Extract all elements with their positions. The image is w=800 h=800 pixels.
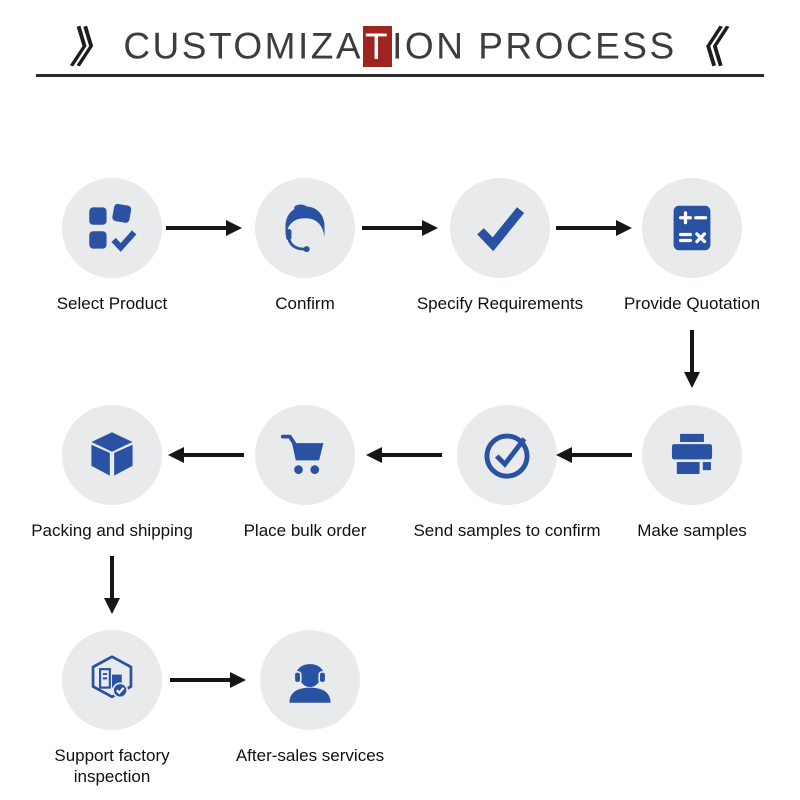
step-circle (457, 405, 557, 505)
checkmark-icon (477, 207, 525, 252)
step-place-bulk-order: Place bulk order (205, 405, 405, 541)
step-circle (62, 405, 162, 505)
arrow-right-1 (166, 220, 242, 236)
arrow-right-2 (362, 220, 438, 236)
calculator-icon (673, 205, 711, 251)
step-circle (642, 178, 742, 278)
step-circle (642, 405, 742, 505)
title-post: ION PROCESS (392, 25, 677, 67)
step-specify-requirements: Specify Requirements (400, 178, 600, 314)
step-label: Provide Quotation (623, 294, 761, 313)
step-confirm: Confirm (205, 178, 405, 314)
step-label: Select Product (56, 294, 168, 313)
factory-inspection-icon (91, 655, 133, 699)
product-grid-check-icon (89, 203, 137, 252)
arrow-right-3 (556, 220, 632, 236)
title-pre: CUSTOMIZA (123, 25, 364, 67)
package-box-icon (91, 432, 133, 476)
title-highlighted-letter: T (363, 25, 393, 67)
arrow-down-2 (104, 556, 120, 614)
circle-check-icon (484, 433, 530, 479)
step-label: After-sales services (235, 746, 385, 765)
step-select-product: Select Product (12, 178, 212, 314)
right-chevrons-decoration: 《 (679, 24, 731, 71)
headset-support-icon (289, 664, 331, 703)
step-label: Place bulk order (243, 521, 367, 540)
step-label: Confirm (275, 294, 335, 313)
step-circle (255, 405, 355, 505)
title-row: 》CUSTOMIZATION PROCESS《 (0, 16, 800, 77)
step-circle (450, 178, 550, 278)
step-make-samples: Make samples (592, 405, 792, 541)
step-send-samples-to-confirm: Send samples to confirm (407, 405, 607, 541)
step-circle (260, 630, 360, 730)
title-underline (36, 74, 764, 77)
step-label: Packing and shipping (31, 521, 193, 540)
step-label: Support factory inspection (54, 746, 170, 787)
arrow-left-1 (556, 447, 632, 463)
step-label: Make samples (637, 521, 747, 540)
step-provide-quotation: Provide Quotation (592, 178, 792, 314)
left-chevrons-decoration: 》 (68, 24, 119, 71)
arrow-left-2 (366, 447, 442, 463)
arrow-down-1 (684, 330, 700, 388)
customer-service-icon (285, 204, 325, 253)
page-title: CUSTOMIZATION PROCESS (123, 25, 677, 67)
step-packing-and-shipping: Packing and shipping (12, 405, 212, 541)
step-label: Specify Requirements (416, 294, 584, 313)
arrow-right-4 (170, 672, 246, 688)
step-label: Send samples to confirm (413, 521, 601, 540)
shopping-cart-icon (280, 434, 324, 474)
step-circle (62, 630, 162, 730)
step-circle (255, 178, 355, 278)
arrow-left-3 (168, 447, 244, 463)
step-support-factory-inspection: Support factory inspection (37, 630, 187, 788)
step-after-sales-services: After-sales services (210, 630, 410, 766)
printer-icon (671, 433, 713, 474)
step-circle (62, 178, 162, 278)
